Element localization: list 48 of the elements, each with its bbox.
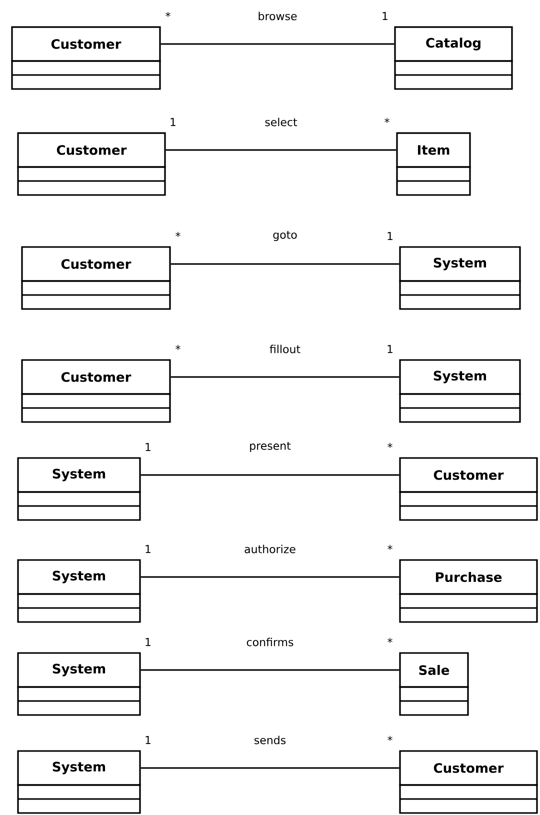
class-box: System [17, 750, 141, 814]
class-box: System [17, 457, 141, 521]
multiplicity: 1 [170, 118, 176, 126]
multiplicity: * [166, 12, 170, 17]
association-line [170, 263, 400, 265]
multiplicity: 1 [382, 12, 388, 20]
multiplicity: * [384, 118, 390, 123]
edge-label: present [250, 442, 291, 452]
edge-label: select [265, 118, 298, 126]
multiplicity: 1 [146, 638, 150, 646]
class-box: Customer [399, 457, 538, 521]
class-box: System [399, 246, 521, 310]
class-box: System [17, 559, 141, 623]
edge-label: goto [273, 231, 297, 242]
class-box: System [17, 652, 141, 716]
class-box: Customer [21, 246, 171, 310]
multiplicity: 1 [388, 345, 392, 354]
edge-label: confirms [246, 638, 294, 646]
multiplicity: * [388, 736, 392, 741]
multiplicity: 1 [146, 443, 150, 452]
multiplicity: 1 [388, 232, 392, 240]
class-box: System [399, 359, 521, 423]
multiplicity: * [388, 544, 392, 550]
class-box: Customer [399, 750, 538, 814]
multiplicity: 1 [146, 545, 150, 554]
multiplicity: * [176, 344, 180, 350]
multiplicity: 1 [146, 736, 150, 744]
class-box: Item [396, 132, 471, 196]
edge-label: browse [258, 12, 297, 20]
association-line [140, 669, 400, 671]
multiplicity: * [388, 442, 392, 448]
association-line [160, 43, 394, 45]
association-line [140, 767, 400, 769]
multiplicity: * [388, 638, 392, 643]
association-line [170, 376, 400, 378]
class-box: Purchase [399, 559, 538, 623]
edge-label: sends [254, 736, 286, 744]
class-box: Sale [399, 652, 469, 716]
class-box: Customer [21, 359, 171, 423]
class-box: Customer [11, 26, 161, 90]
class-box: Customer [17, 132, 166, 196]
association-line [140, 474, 400, 476]
association-line [140, 576, 400, 578]
multiplicity: * [176, 232, 180, 237]
class-box: Catalog [394, 26, 513, 90]
association-line [166, 149, 396, 151]
edge-label: authorize [244, 544, 296, 554]
edge-label: fillout [270, 344, 300, 354]
